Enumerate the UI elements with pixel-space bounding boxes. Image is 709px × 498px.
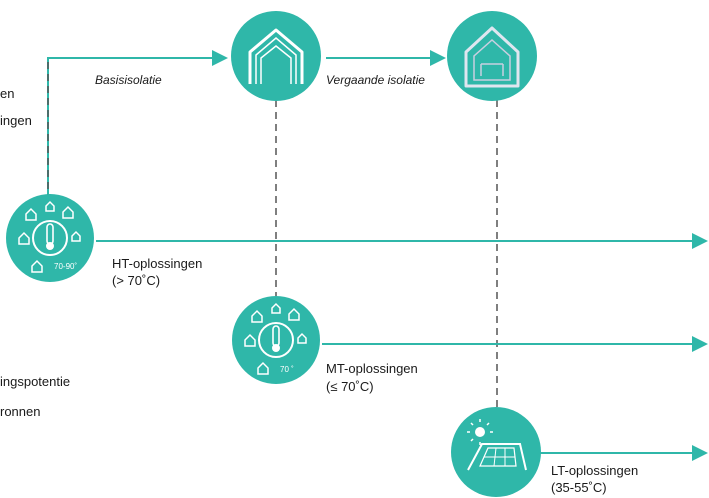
- ht-icon-temp-label: 70-90˚: [54, 262, 77, 271]
- ht-solution-temp: (> 70˚C): [112, 273, 161, 288]
- lt-solution-name: LT-oplossingen: [551, 463, 639, 478]
- sun-solar-roof-icon: [451, 407, 541, 497]
- ht-solution-name: HT-oplossingen: [112, 256, 203, 271]
- basic-insulation-label: Basisisolatie: [95, 73, 162, 87]
- deep-insulated-house-icon: [447, 11, 537, 101]
- solution-arrows: [96, 233, 708, 461]
- left-fragment-1: en: [0, 86, 15, 101]
- mt-solution-temp: (≤ 70˚C): [326, 379, 374, 394]
- left-fragment-3: ingspotentie: [0, 374, 71, 389]
- lt-solution-temp: (35-55˚C): [551, 480, 607, 495]
- left-fragment-4: ronnen: [0, 404, 41, 419]
- mt-thermometer-houses-icon: 70 ˚: [232, 296, 320, 384]
- insulated-house-icon: [231, 11, 321, 101]
- mt-icon-temp-label: 70 ˚: [280, 365, 294, 374]
- advanced-insulation-label: Vergaande isolatie: [326, 73, 425, 87]
- mt-solution-name: MT-oplossingen: [326, 361, 418, 376]
- dashed-connectors: [47, 62, 498, 408]
- left-fragment-2: ingen: [0, 113, 32, 128]
- ht-thermometer-houses-icon: 70-90˚: [6, 194, 94, 282]
